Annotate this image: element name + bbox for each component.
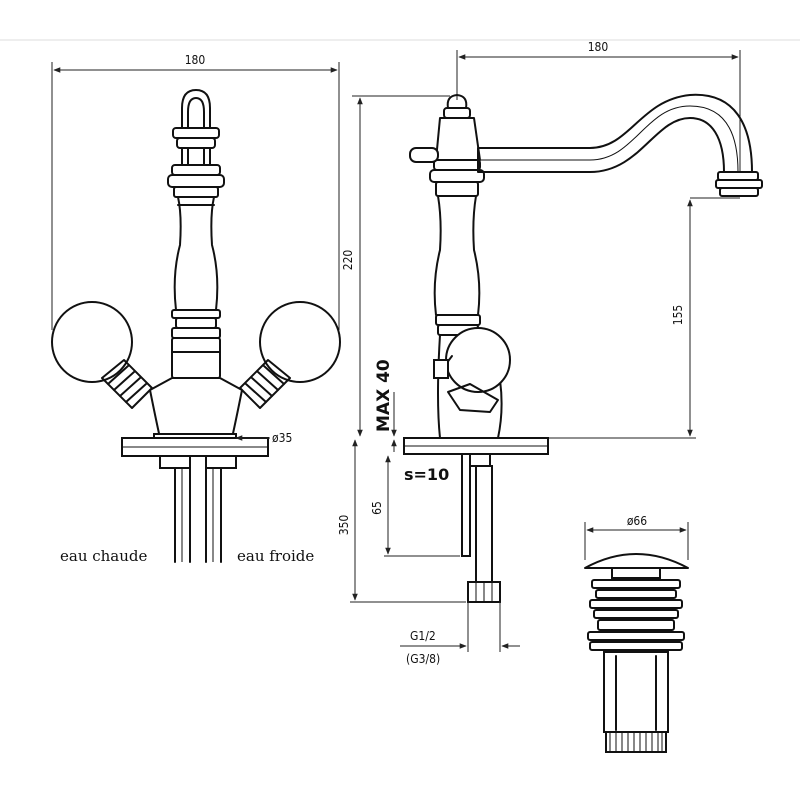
hot-water-label: eau chaude: [60, 547, 148, 565]
connection-label-1: G1/2: [410, 629, 436, 643]
total-length-label: 350: [337, 515, 351, 536]
side-view: 180 220 155: [337, 40, 763, 666]
max-deck-dimension: MAX 40: [374, 359, 397, 452]
height-dimension: 220: [341, 95, 450, 437]
spout-reach-dimension: 180: [456, 40, 741, 195]
max-deck-label: MAX 40: [374, 359, 394, 432]
cold-handle: [239, 301, 341, 409]
spout-reach-label: 180: [588, 40, 609, 54]
waste-thread-lines: [609, 732, 663, 752]
side-spout: [409, 93, 763, 197]
connection-dimension: G1/2 (G3/8): [400, 602, 520, 666]
side-handle: [433, 327, 511, 413]
waste-thread: [605, 731, 667, 753]
front-lever: [167, 89, 225, 198]
spout-height-label: 155: [671, 305, 685, 326]
side-deck: [403, 437, 549, 467]
front-deck: ø35: [121, 431, 292, 457]
waste-flanges: [587, 579, 685, 651]
front-body: [149, 196, 243, 439]
waste-cap: [584, 553, 689, 569]
tail-length-label: 65: [370, 501, 384, 515]
front-view: 180: [51, 53, 341, 565]
total-length-dimension: 350: [337, 439, 466, 603]
connection-label-2: (G3/8): [406, 652, 440, 666]
spout-height-dimension: 155: [510, 197, 740, 439]
height-label: 220: [341, 250, 355, 271]
front-pipes: [159, 455, 237, 563]
waste-diameter-dimension: ø66: [584, 514, 689, 560]
side-tailpieces: [461, 453, 501, 603]
waste-stem: [611, 567, 661, 579]
front-width-label: 180: [185, 53, 206, 67]
side-column: [429, 94, 503, 439]
waste-body: [603, 651, 669, 733]
front-width-dimension: 180: [51, 53, 340, 330]
waste-diameter-label: ø66: [627, 514, 647, 528]
hot-handle: [51, 301, 153, 409]
hole-diameter-label: ø35: [272, 431, 292, 445]
tail-dimension: 65: [370, 455, 460, 557]
thread-length-label: s=10: [404, 465, 449, 484]
cold-water-label: eau froide: [237, 547, 314, 565]
waste-view: ø66: [584, 514, 689, 753]
